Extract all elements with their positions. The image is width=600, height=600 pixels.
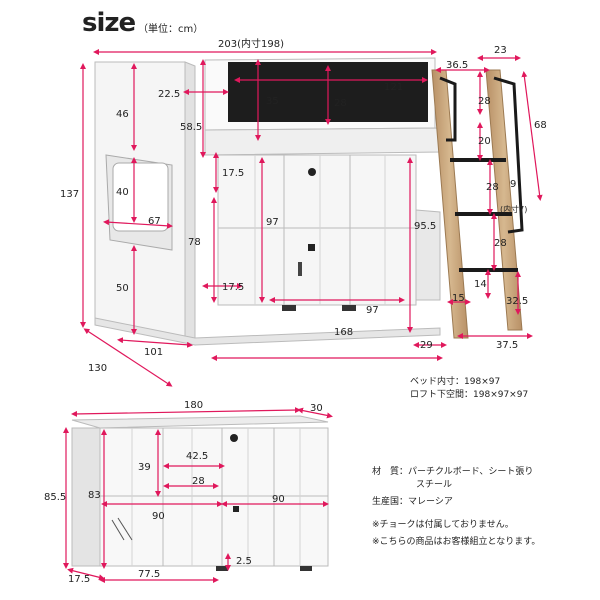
note-assembly: ※こちらの商品はお客様組立となります。	[372, 537, 541, 547]
dim-shelf-total-depth: 30	[310, 403, 323, 414]
dim-total-height: 137	[60, 189, 79, 200]
dim-right-height: 95.5	[414, 221, 436, 232]
dim-side-top: 46	[116, 109, 129, 120]
dim-shelf-cell-height: 39	[138, 462, 151, 473]
ladder-handle-right	[493, 76, 524, 234]
dim-ladder-height: 68	[534, 120, 547, 131]
dim-board-offset: 22.5	[158, 89, 180, 100]
bed-info-row: ベッド内寸：198×97	[410, 376, 528, 389]
origin-value: マレーシア	[408, 497, 453, 507]
bed-slab	[204, 127, 441, 156]
dim-ladder-top: 28	[478, 96, 491, 107]
dim-left-depth: 130	[88, 363, 107, 374]
dim-ladder-foot: 32.5	[506, 296, 528, 307]
dim-blackboard-height: 35	[266, 96, 279, 107]
dim-shelf-bottom-right: 90	[272, 494, 285, 505]
dim-shelf-foot-depth: 17.5	[68, 574, 90, 585]
ladder-handle-left	[439, 76, 457, 142]
size-title: size	[82, 8, 136, 38]
dim-rail-gap: 9	[510, 179, 516, 190]
dim-shelf-foot-width: 77.5	[138, 569, 160, 580]
loft-space-label: ロフト下空間：	[410, 390, 474, 400]
dim-under-height: 97	[266, 217, 279, 228]
shelf-dimension-labels: 180 30 85.5 83 39 42.5 28 90 90 17.5 77.…	[44, 400, 323, 585]
bed-inner-value: 198×97	[464, 377, 501, 387]
dim-total-width: 203(内寸198)	[218, 37, 284, 50]
dim-shelf-depth: 17.5	[222, 282, 244, 293]
dim-ladder-bottom: 15	[452, 293, 465, 304]
bed-info-row: ロフト下空間：198×97×97	[410, 389, 528, 402]
under-shelf	[217, 154, 417, 306]
ladder-rail-right	[485, 69, 523, 331]
origin-label: 生産国：	[372, 497, 409, 507]
dim-side-mid: 40	[116, 187, 129, 198]
shelf-illustration	[71, 415, 329, 571]
dim-shelf-cell-width: 42.5	[186, 451, 208, 462]
dim-side-bottom: 50	[116, 283, 129, 294]
bed-inner-label: ベッド内寸：	[410, 377, 465, 387]
dim-under-width: 168	[334, 327, 353, 338]
material-value-2: スチール	[416, 480, 453, 490]
loft-space-value: 198×97×97	[473, 390, 529, 400]
dim-ladder-step3: 28	[494, 238, 507, 249]
bed-info: ベッド内寸：198×97 ロフト下空間：198×97×97	[410, 376, 528, 402]
dim-shelf-top: 17.5	[222, 168, 244, 179]
dim-front-depth: 101	[144, 347, 163, 358]
dim-shelf-foot-gap: 2.5	[236, 556, 252, 567]
dim-shelf-height: 78	[188, 237, 201, 248]
dim-blackboard-width: 121	[384, 82, 403, 93]
note-chalk: ※チョークは付属しておりません。	[372, 520, 514, 530]
dim-blackboard-inner: 28	[334, 98, 347, 109]
dim-ladder-width: 36.5	[446, 60, 468, 71]
dim-ladder-step2: 28	[486, 182, 499, 193]
loft-bed-illustration	[94, 57, 524, 346]
shelf-body	[71, 427, 329, 567]
loft-dimension-labels: 203(内寸198) 23 36.5 137 46 40 50 67 130 1…	[60, 37, 547, 374]
dim-ladder-step4: 14	[474, 279, 487, 290]
dim-shelf-inner-height: 83	[88, 490, 101, 501]
dim-rail-inner: (内寸7)	[500, 204, 527, 214]
unit-note: （単位：cm）	[138, 24, 204, 35]
spec-block: 材 質：パーチクルボード、シート張り スチール 生産国：マレーシア ※チョークは…	[372, 466, 540, 549]
dim-shelf-mid-height: 28	[192, 476, 205, 487]
dim-ladder-step1: 20	[478, 136, 491, 147]
dim-shelf-width: 97	[366, 305, 379, 316]
dim-floor-gap: 29	[420, 340, 433, 351]
dim-shelf-total-width: 180	[184, 400, 203, 411]
dim-shelf-bottom-left: 90	[152, 511, 165, 522]
dim-ladder-depth: 23	[494, 45, 507, 56]
dim-ladder-base: 37.5	[496, 340, 518, 351]
material-value-1: パーチクルボード、シート張り	[408, 467, 534, 477]
material-label: 材 質：	[372, 467, 409, 477]
dim-side-window: 67	[148, 216, 161, 227]
dim-guard-height: 58.5	[180, 122, 202, 133]
dim-shelf-total-height: 85.5	[44, 492, 66, 503]
